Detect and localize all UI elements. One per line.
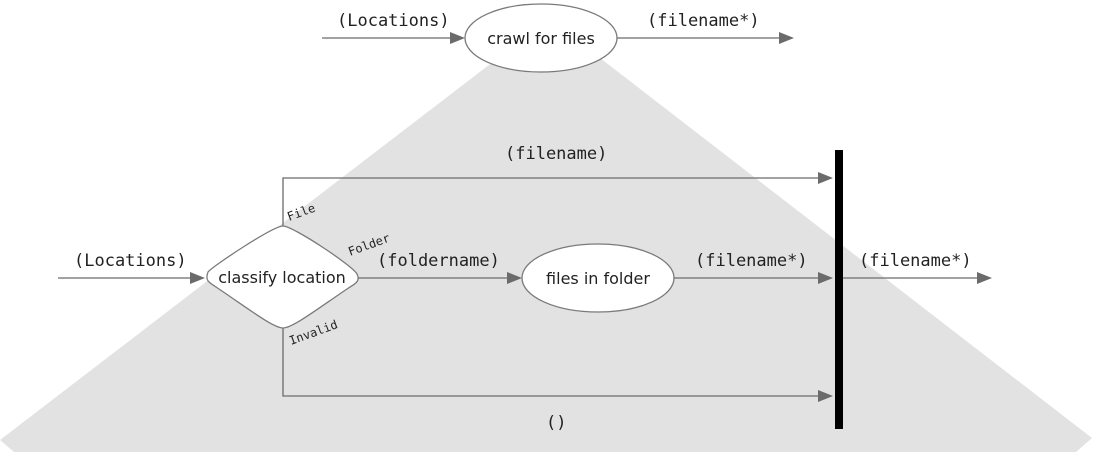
crawl-for-files-label: crawl for files (487, 29, 595, 48)
file-branch-edge (282, 177, 820, 226)
folder-edge-label: (foldername) (377, 251, 500, 271)
files-in-folder-label: files in folder (546, 269, 650, 288)
final-output-arrowhead (977, 272, 992, 284)
top-output-label: (filename*) (647, 11, 760, 31)
detail-input-arrowhead (190, 272, 205, 284)
invalid-edge-label: () (546, 413, 566, 433)
folder-output-arrowhead (818, 272, 833, 284)
folder-branch-arrowhead (507, 272, 522, 284)
final-output-label: (filename*) (859, 251, 972, 271)
file-branch-arrowhead (818, 172, 833, 184)
top-input-label: (Locations) (337, 11, 450, 31)
folder-output-label: (filename*) (695, 251, 808, 271)
detail-input-label: (Locations) (74, 251, 187, 271)
join-bar (835, 150, 843, 429)
top-output-arrowhead (779, 32, 794, 44)
invalid-branch-edge (282, 328, 820, 397)
top-input-arrowhead (450, 32, 465, 44)
file-edge-label: (filename) (505, 144, 607, 164)
classify-location-node (206, 225, 359, 329)
classify-location-label: classify location (218, 268, 346, 287)
invalid-branch-arrowhead (818, 390, 833, 402)
